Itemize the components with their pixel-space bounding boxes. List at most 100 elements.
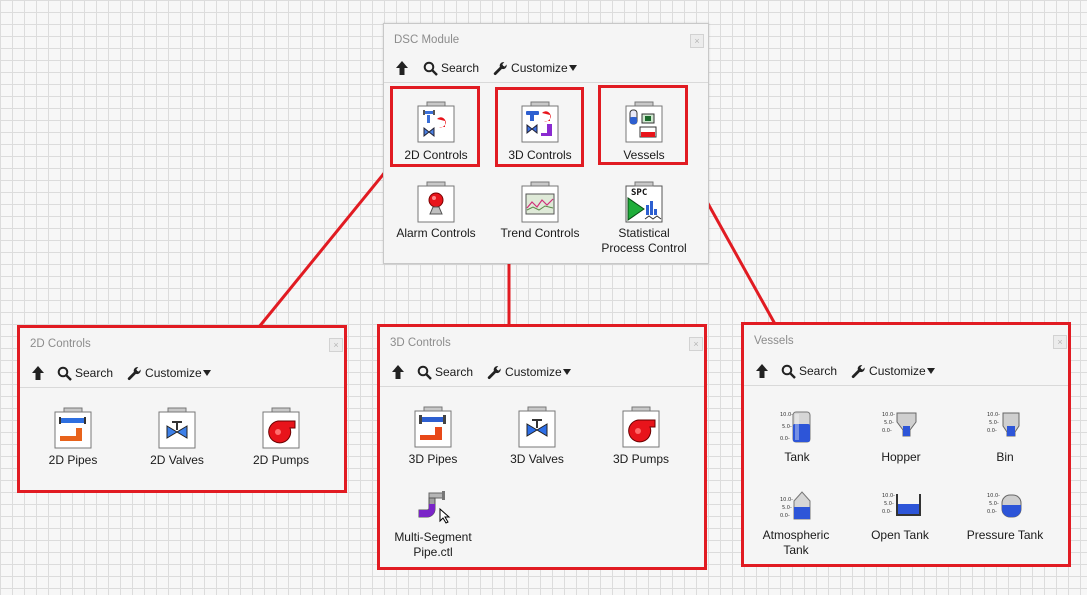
search-label: Search xyxy=(435,365,474,379)
svg-text:SPC: SPC xyxy=(631,188,647,198)
2d-pipes-folder-icon xyxy=(54,407,92,449)
svg-text:10.0-: 10.0- xyxy=(882,493,895,499)
customize-label: Customize xyxy=(505,365,562,379)
palette-toolbar: Search Customize xyxy=(20,360,344,386)
svg-text:5.0-: 5.0- xyxy=(989,501,999,507)
wrench-icon xyxy=(493,61,507,75)
svg-text:5.0-: 5.0- xyxy=(884,501,894,507)
item-label: Open Tank xyxy=(871,528,929,542)
item-label: Hopper xyxy=(881,450,921,464)
up-button[interactable] xyxy=(392,57,412,79)
customize-button[interactable]: Customize xyxy=(848,360,938,382)
customize-label: Customize xyxy=(511,61,568,75)
trend-controls-folder-icon xyxy=(521,181,559,223)
search-button[interactable]: Search xyxy=(778,360,840,382)
svg-text:5.0-: 5.0- xyxy=(989,420,999,426)
up-arrow-icon xyxy=(32,366,44,380)
search-label: Search xyxy=(75,366,114,380)
palette-titlebar[interactable]: 3D Controls × xyxy=(380,327,704,355)
svg-text:5.0-: 5.0- xyxy=(782,424,792,430)
up-button[interactable] xyxy=(752,360,772,382)
item-label-line1: Atmospheric xyxy=(762,528,830,542)
wrench-icon xyxy=(487,365,501,379)
item-label: Bin xyxy=(996,450,1014,464)
search-icon xyxy=(423,61,438,76)
tank-icon: 10.0- 5.0- 0.0- xyxy=(780,411,811,443)
dropdown-arrow-icon xyxy=(202,370,211,376)
svg-text:0.0-: 0.0- xyxy=(780,513,790,519)
up-arrow-icon xyxy=(392,365,404,379)
customize-button[interactable]: Customize xyxy=(484,361,574,383)
item-label-line2: Tank xyxy=(783,543,809,557)
close-icon[interactable]: × xyxy=(1053,335,1067,349)
highlight-3d-controls xyxy=(495,87,584,167)
customize-button[interactable]: Customize xyxy=(490,57,580,79)
item-label-line1: Multi-Segment xyxy=(394,530,472,544)
spc-icon: SPC xyxy=(625,181,663,223)
atmospheric-tank-icon: 10.0- 5.0- 0.0- xyxy=(780,491,811,520)
palette-toolbar: Search Customize xyxy=(384,55,708,81)
2d-controls-folder-icon xyxy=(417,101,455,143)
2d-valves-folder-icon xyxy=(158,407,196,449)
search-icon xyxy=(417,365,432,380)
dsc-module-palette: DSC Module × Search Customize xyxy=(383,23,709,264)
palette-toolbar: Search Customize xyxy=(744,358,1068,384)
close-icon[interactable]: × xyxy=(689,337,703,351)
svg-text:0.0-: 0.0- xyxy=(882,509,892,515)
search-button[interactable]: Search xyxy=(54,362,116,384)
pressure-tank-icon: 10.0- 5.0- 0.0- xyxy=(987,493,1022,518)
item-label: 3D Pumps xyxy=(612,452,670,466)
close-icon[interactable]: × xyxy=(329,338,343,352)
bin-icon: 10.0- 5.0- 0.0- xyxy=(987,412,1020,437)
item-label: 2D Pipes xyxy=(48,453,98,467)
svg-text:10.0-: 10.0- xyxy=(882,412,895,418)
3d-pumps-folder-icon xyxy=(622,406,660,448)
palette-titlebar[interactable]: DSC Module × xyxy=(384,24,708,52)
svg-text:0.0-: 0.0- xyxy=(987,509,997,515)
item-label: Tank xyxy=(784,450,810,464)
wrench-icon xyxy=(851,364,865,378)
item-label-line2: Pipe.ctl xyxy=(413,545,453,559)
3d-valves-folder-icon xyxy=(518,406,556,448)
svg-text:10.0-: 10.0- xyxy=(780,497,793,503)
close-icon[interactable]: × xyxy=(690,34,704,48)
item-label: Pressure Tank xyxy=(966,528,1044,542)
search-button[interactable]: Search xyxy=(420,57,482,79)
search-button[interactable]: Search xyxy=(414,361,476,383)
item-label: 2D Valves xyxy=(150,453,204,467)
palette-title: 2D Controls xyxy=(30,338,91,350)
up-button[interactable] xyxy=(388,361,408,383)
palette-titlebar[interactable]: 2D Controls × xyxy=(20,328,344,356)
svg-text:0.0-: 0.0- xyxy=(882,428,892,434)
palette-title: DSC Module xyxy=(394,34,460,46)
hopper-icon: 10.0- 5.0- 0.0- xyxy=(882,412,917,437)
dropdown-arrow-icon xyxy=(562,369,571,375)
item-label-line2: Process Control xyxy=(601,241,687,255)
customize-button[interactable]: Customize xyxy=(124,362,214,384)
item-label: Trend Controls xyxy=(500,226,580,240)
highlight-2d-controls xyxy=(390,86,480,167)
svg-text:5.0-: 5.0- xyxy=(782,505,792,511)
item-label: Vessels xyxy=(623,148,665,162)
svg-text:10.0-: 10.0- xyxy=(987,493,1000,499)
palette-titlebar[interactable]: Vessels × xyxy=(744,325,1068,353)
2d-pumps-folder-icon xyxy=(262,407,300,449)
highlight-vessels xyxy=(598,85,688,165)
item-label-line1: Statistical xyxy=(618,226,670,240)
3d-pipes-folder-icon xyxy=(414,406,452,448)
vessels-folder-icon xyxy=(625,101,663,143)
customize-label: Customize xyxy=(869,364,926,378)
toolbar-separator xyxy=(384,82,708,83)
item-label: Alarm Controls xyxy=(396,226,476,240)
svg-text:0.0-: 0.0- xyxy=(987,428,997,434)
toolbar-separator xyxy=(744,385,1068,386)
search-icon xyxy=(57,366,72,381)
dropdown-arrow-icon xyxy=(568,65,577,71)
up-button[interactable] xyxy=(28,362,48,384)
3d-controls-folder-icon xyxy=(521,101,559,143)
svg-text:0.0-: 0.0- xyxy=(780,436,790,442)
dropdown-arrow-icon xyxy=(926,368,935,374)
connector-2d xyxy=(257,165,392,328)
customize-label: Customize xyxy=(145,366,202,380)
palette-toolbar: Search Customize xyxy=(380,359,704,385)
